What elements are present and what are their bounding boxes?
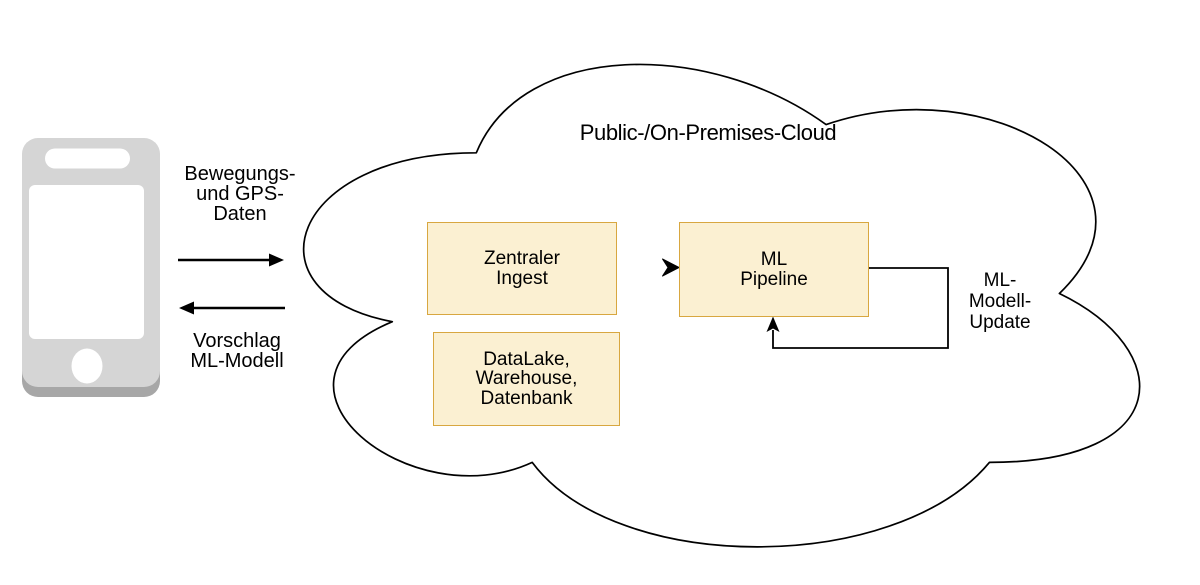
edge-label-ml-update: ML- Modell- Update xyxy=(968,270,1032,333)
ml-update-loop-arrow xyxy=(766,267,949,349)
arrowhead-left xyxy=(179,301,194,315)
arrow-phone-to-cloud xyxy=(178,253,284,267)
node-datalake-warehouse-datenbank: DataLake, Warehouse, Datenbank xyxy=(433,332,620,426)
phone-speaker xyxy=(45,148,130,169)
node-ml-pipeline: ML Pipeline xyxy=(679,222,869,317)
edge-label-phone-to-cloud: Bewegungs- und GPS- Daten xyxy=(184,163,296,225)
cloud-title: Public-/On-Premises-Cloud xyxy=(579,120,837,145)
arrowhead-right xyxy=(269,253,284,267)
edge-label-cloud-to-phone: Vorschlag ML-Modell xyxy=(190,330,284,372)
arrow-cloud-to-phone xyxy=(179,301,285,315)
smartphone-icon xyxy=(22,138,160,397)
phone-screen xyxy=(29,185,144,339)
phone-home-button xyxy=(71,348,103,384)
node-zentraler-ingest: Zentraler Ingest xyxy=(427,222,617,315)
arrowhead-up xyxy=(766,316,780,332)
arrow-ingest-to-pipeline xyxy=(662,258,680,277)
